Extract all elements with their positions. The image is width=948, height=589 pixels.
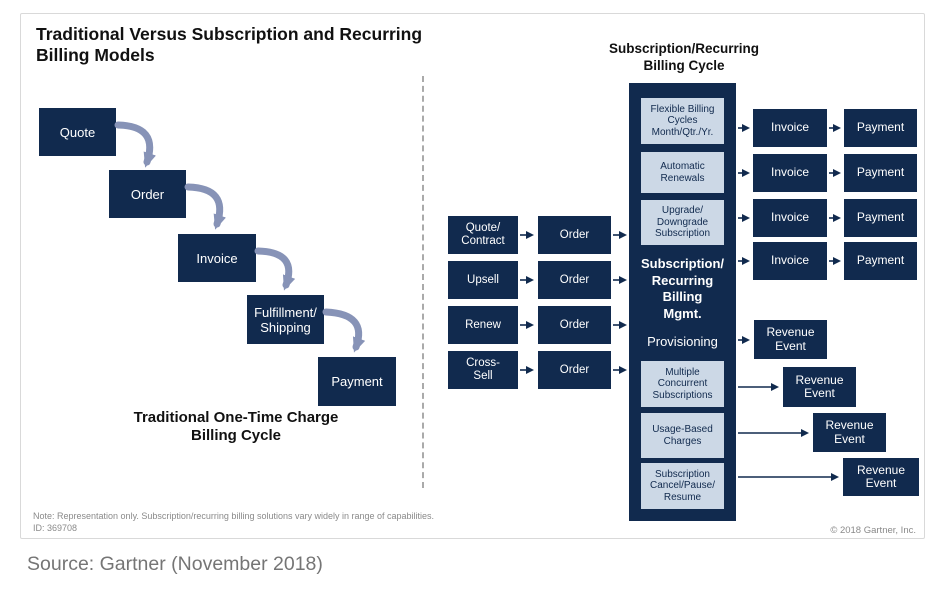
revenue-event-box: Revenue Event [783,367,856,407]
payment-box: Payment [844,154,917,192]
flow-box-quote: Quote [39,108,116,156]
input-box-quote-contract: Quote/ Contract [448,216,518,254]
invoice-box: Invoice [753,109,827,147]
order-box: Order [538,351,611,389]
left-panel-caption: Traditional One-Time Charge Billing Cycl… [133,409,339,444]
copyright-text: © 2018 Gartner, Inc. [830,525,916,536]
payment-box: Payment [844,109,917,147]
input-box-renew: Renew [448,306,518,344]
input-box-upsell: Upsell [448,261,518,299]
page-title: Traditional Versus Subscription and Recu… [36,24,423,65]
engine-feature-multiple-subscriptions: Multiple Concurrent Subscriptions [641,361,724,407]
curved-flow-arrow [114,121,157,168]
order-box: Order [538,216,611,254]
payment-box: Payment [844,242,917,280]
engine-feature-usage-based: Usage-Based Charges [641,413,724,458]
note-text: Note: Representation only. Subscription/… [33,510,653,534]
revenue-event-box: Revenue Event [843,458,919,496]
engine-heading: Subscription/ Recurring Billing Mgmt. [640,256,725,321]
figure-frame: Traditional Versus Subscription and Recu… [20,13,925,539]
flow-box-payment: Payment [318,357,396,406]
curved-flow-arrow [322,308,366,353]
curved-flow-arrow [254,247,296,291]
engine-feature-automatic-renewals: Automatic Renewals [641,152,724,193]
engine-feature-upgrade-downgrade: Upgrade/ Downgrade Subscription [641,200,724,245]
doc-id: ID: 369708 [33,523,78,533]
flow-box-invoice: Invoice [178,234,256,282]
engine-feature-cancel-pause-resume: Subscription Cancel/Pause/ Resume [641,463,724,509]
flow-box-fulfillment-shipping: Fulfillment/ Shipping [247,295,324,344]
invoice-box: Invoice [753,199,827,237]
revenue-event-box: Revenue Event [813,413,886,452]
order-box: Order [538,306,611,344]
provisioning-label: Provisioning [647,334,718,349]
input-box-cross-sell: Cross- Sell [448,351,518,389]
note-line-1: Note: Representation only. Subscription/… [33,511,435,521]
right-panel-title: Subscription/Recurring Billing Cycle [608,41,760,73]
order-box: Order [538,261,611,299]
panel-divider [422,76,424,488]
invoice-box: Invoice [753,242,827,280]
revenue-event-box: Revenue Event [754,320,827,359]
payment-box: Payment [844,199,917,237]
invoice-box: Invoice [753,154,827,192]
curved-flow-arrow [184,183,227,230]
source-line: Source: Gartner (November 2018) [27,553,323,575]
engine-feature-flexible-billing: Flexible Billing Cycles Month/Qtr./Yr. [641,98,724,144]
flow-box-order: Order [109,170,186,218]
